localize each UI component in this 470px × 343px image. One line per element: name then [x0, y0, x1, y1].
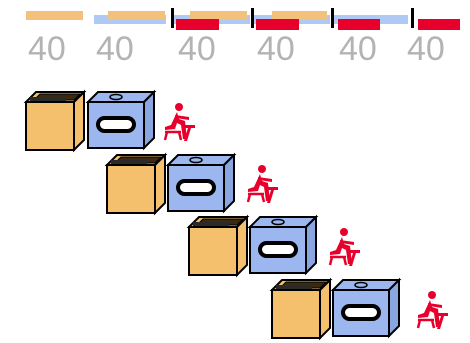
divider-1 [171, 8, 174, 28]
timeline-bars [26, 8, 460, 30]
washer-icon [331, 278, 401, 338]
timeline-label: 40 [339, 30, 377, 68]
divider-3 [331, 8, 334, 28]
bar-orange-1 [26, 11, 83, 20]
stage-1 [25, 90, 197, 151]
open-box-icon [188, 216, 248, 276]
bar-orange-3 [190, 11, 247, 20]
seated-worker-icon [416, 289, 450, 331]
bar-red-5 [338, 19, 380, 30]
bar-red-4 [256, 19, 299, 30]
timeline-label: 40 [96, 30, 134, 68]
bar-red-3 [176, 19, 219, 30]
divider-4 [411, 8, 414, 28]
stage-4 [271, 278, 450, 339]
timeline-labels: 40 40 40 40 40 40 [28, 30, 445, 68]
stage-2 [106, 153, 280, 214]
timeline-label: 40 [28, 30, 66, 68]
seated-worker-icon [246, 163, 280, 205]
timeline-label: 40 [257, 30, 295, 68]
open-box-icon [106, 154, 166, 214]
timeline-label: 40 [178, 30, 216, 68]
seated-worker-icon [163, 101, 197, 143]
bar-orange-4 [272, 11, 327, 20]
washer-icon [86, 90, 156, 150]
divider-2 [251, 8, 254, 28]
open-box-icon [25, 91, 85, 151]
bar-red-6 [418, 19, 460, 30]
bar-orange-2 [108, 11, 165, 20]
open-box-icon [271, 279, 331, 339]
stage-3 [188, 215, 362, 276]
seated-worker-icon [328, 226, 362, 268]
timeline-label: 40 [407, 30, 445, 68]
washer-icon [248, 215, 318, 275]
washer-icon [166, 153, 236, 213]
